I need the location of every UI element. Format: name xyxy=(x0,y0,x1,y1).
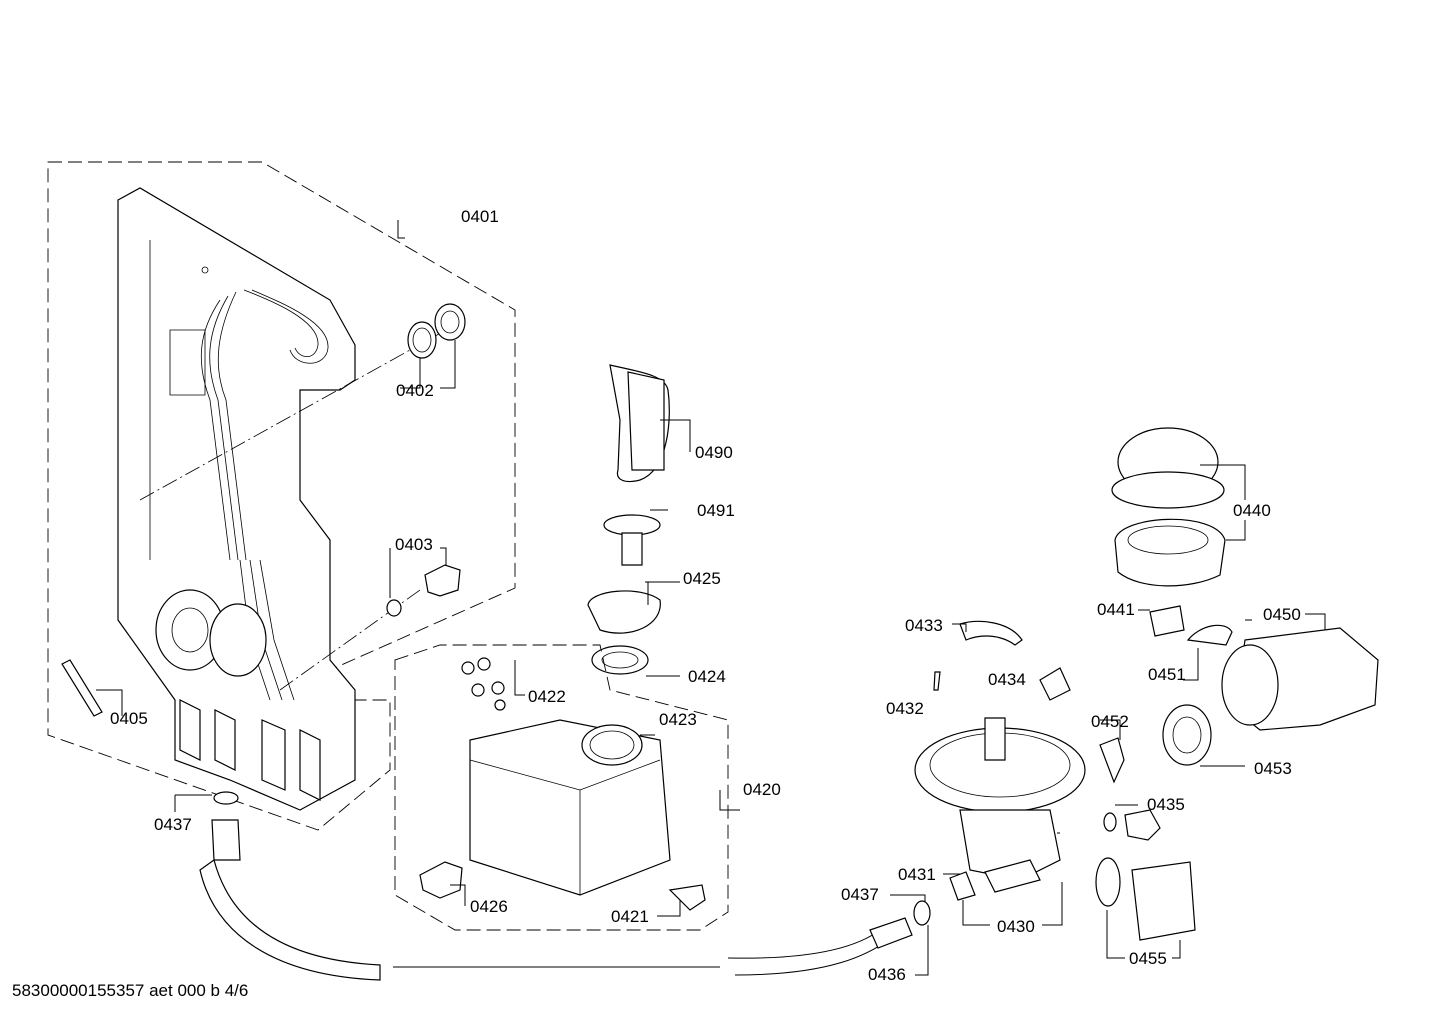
sump-panel-assembly xyxy=(47,161,516,831)
label-0441: 0441 xyxy=(1097,600,1135,619)
label-0440: 0440 xyxy=(1233,501,1271,520)
label-0403: 0403 xyxy=(395,535,433,554)
label-0490: 0490 xyxy=(695,443,733,462)
label-0432: 0432 xyxy=(886,699,924,718)
dispenser-assembly-0420 xyxy=(394,644,740,931)
label-0431: 0431 xyxy=(898,865,936,884)
label-0426: 0426 xyxy=(470,897,508,916)
label-0421: 0421 xyxy=(611,907,649,926)
label-0425: 0425 xyxy=(683,569,721,588)
label-0402: 0402 xyxy=(396,381,434,400)
label-0437-right: 0437 xyxy=(841,885,879,904)
label-0401: 0401 xyxy=(461,207,499,226)
label-0437-left: 0437 xyxy=(154,815,192,834)
label-0405: 0405 xyxy=(110,709,148,728)
label-0434: 0434 xyxy=(988,670,1026,689)
label-0433: 0433 xyxy=(905,616,943,635)
label-0491: 0491 xyxy=(697,501,735,520)
label-0451: 0451 xyxy=(1148,665,1186,684)
label-0452: 0452 xyxy=(1091,712,1129,731)
label-0435: 0435 xyxy=(1147,795,1185,814)
label-0420: 0420 xyxy=(743,780,781,799)
diagram-footer-code: 58300000155357 aet 000 b 4/6 xyxy=(12,981,249,1000)
label-0453: 0453 xyxy=(1254,759,1292,778)
label-0430: 0430 xyxy=(997,917,1035,936)
label-0450: 0450 xyxy=(1263,605,1301,624)
heat-pump-assembly xyxy=(1111,427,1379,767)
label-0455: 0455 xyxy=(1129,949,1167,968)
small-parts-0402-0403-0405 xyxy=(61,220,466,717)
sump-assembly-0430 xyxy=(914,620,1196,959)
part-number-labels: 0401 0402 0403 0405 0437 0490 0491 0425 … xyxy=(110,207,1301,984)
drain-hose-right xyxy=(869,894,931,976)
drain-hose-left xyxy=(174,791,896,981)
label-0422: 0422 xyxy=(528,687,566,706)
label-0423: 0423 xyxy=(659,710,697,729)
label-0436: 0436 xyxy=(868,965,906,984)
label-0424: 0424 xyxy=(688,667,726,686)
dispenser-parts xyxy=(587,364,691,677)
